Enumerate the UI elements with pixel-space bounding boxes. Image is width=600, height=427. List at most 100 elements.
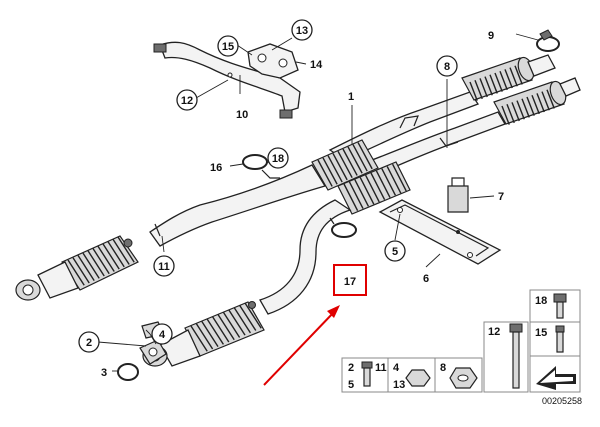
flex-rib (474, 79, 483, 100)
callout-6: 6 (423, 273, 429, 285)
flex-rib (352, 144, 368, 172)
flex-rib (506, 103, 515, 124)
callout-4: 4 (159, 329, 166, 341)
callout-11: 11 (158, 261, 170, 273)
flex-rib (391, 163, 407, 192)
legend-13: 13 (393, 379, 405, 391)
flex-rib (521, 98, 530, 118)
flex-rib (322, 157, 338, 185)
flex-rib (469, 81, 478, 101)
flex-rib (489, 74, 498, 94)
callout-8: 8 (444, 61, 450, 73)
flex-rib (354, 179, 370, 207)
flex-rib (526, 96, 535, 116)
gasket-3 (117, 363, 139, 381)
callout-12: 12 (181, 95, 193, 107)
flex-rib (217, 314, 235, 341)
flex-rib (343, 183, 359, 212)
flex-rib (92, 248, 110, 275)
direction-arrow-icon (536, 366, 576, 390)
front-catalytic-converter-left (15, 235, 139, 301)
bracket-7 (447, 177, 469, 213)
flex-rib (546, 89, 555, 109)
flex-rib (514, 65, 523, 85)
flex-rib (501, 105, 510, 125)
legend-12: 12 (488, 326, 500, 338)
flex-rib (327, 155, 343, 183)
callout-9: 9 (488, 30, 494, 42)
callout-labels: 1 10 9 7 6 14 16 3 13 15 12 18 8 5 11 2 … (78, 19, 504, 379)
legend-4: 4 (393, 362, 400, 374)
callout-18: 18 (272, 153, 284, 165)
flex-rib (206, 318, 224, 345)
flex-rib (509, 67, 518, 87)
flex-rib (479, 78, 488, 98)
flex-rib (364, 174, 380, 203)
flex-rib (102, 243, 120, 270)
callout-15: 15 (222, 41, 234, 53)
callout-16: 16 (210, 162, 222, 174)
flex-rib (337, 150, 353, 178)
flex-rib (531, 94, 540, 115)
callout-7: 7 (498, 191, 504, 203)
flex-rib (77, 255, 95, 282)
flex-rib (342, 148, 358, 176)
legend-11: 11 (375, 362, 387, 374)
flex-rib (244, 302, 262, 329)
flex-rib (536, 93, 545, 113)
flex-rib (317, 159, 333, 187)
flex-rib (67, 259, 85, 286)
flex-rib (239, 304, 257, 331)
clamp-9 (536, 29, 560, 52)
flex-rib (381, 168, 397, 196)
flex-rib (195, 323, 214, 350)
flex-rib (87, 250, 105, 277)
hardware-legend: 2 11 5 4 13 8 12 18 15 (341, 289, 581, 393)
legend-8: 8 (440, 362, 446, 374)
flex-rib (228, 309, 246, 336)
flex-rib (117, 236, 135, 263)
callout-13: 13 (296, 25, 308, 37)
flex-rib (386, 166, 402, 194)
flex-rib (370, 172, 386, 201)
flex-rib (72, 257, 90, 284)
flex-rib (222, 311, 241, 338)
drawing-number: 00205258 (542, 396, 582, 406)
callout-3: 3 (101, 367, 107, 379)
flex-rib (97, 245, 115, 272)
flex-rib (332, 153, 348, 181)
flex-rib (233, 307, 251, 334)
support-bracket (153, 41, 301, 119)
callout-5: 5 (392, 246, 398, 258)
callout-1: 1 (348, 91, 354, 103)
flex-rib (107, 241, 125, 268)
callout-14: 14 (310, 59, 323, 71)
flex-rib (516, 100, 525, 120)
flex-rib (484, 76, 493, 96)
flex-rib (359, 177, 375, 205)
legend-5: 5 (348, 379, 354, 391)
legend-2: 2 (348, 362, 354, 374)
callout-17: 17 (344, 276, 356, 288)
flex-rib (499, 70, 508, 91)
flex-rib (201, 321, 219, 348)
callout-2: 2 (86, 337, 92, 349)
flex-rib (511, 102, 520, 122)
flex-rib (212, 316, 230, 343)
flex-rib (357, 142, 373, 170)
callout-10: 10 (236, 109, 248, 121)
clamp-17 (329, 217, 357, 238)
legend-15: 15 (535, 327, 547, 339)
flex-rib (504, 69, 513, 89)
flex-rib (347, 146, 363, 174)
flex-rib (112, 238, 130, 265)
heat-shield (378, 199, 502, 265)
legend-18: 18 (535, 295, 547, 307)
clamp-16 (242, 154, 280, 179)
flex-rib (348, 181, 364, 209)
flex-rib (375, 170, 391, 198)
flex-rib (82, 252, 100, 279)
highlighted-part-17: 17 (333, 264, 367, 296)
red-pointer-arrow (263, 305, 340, 386)
